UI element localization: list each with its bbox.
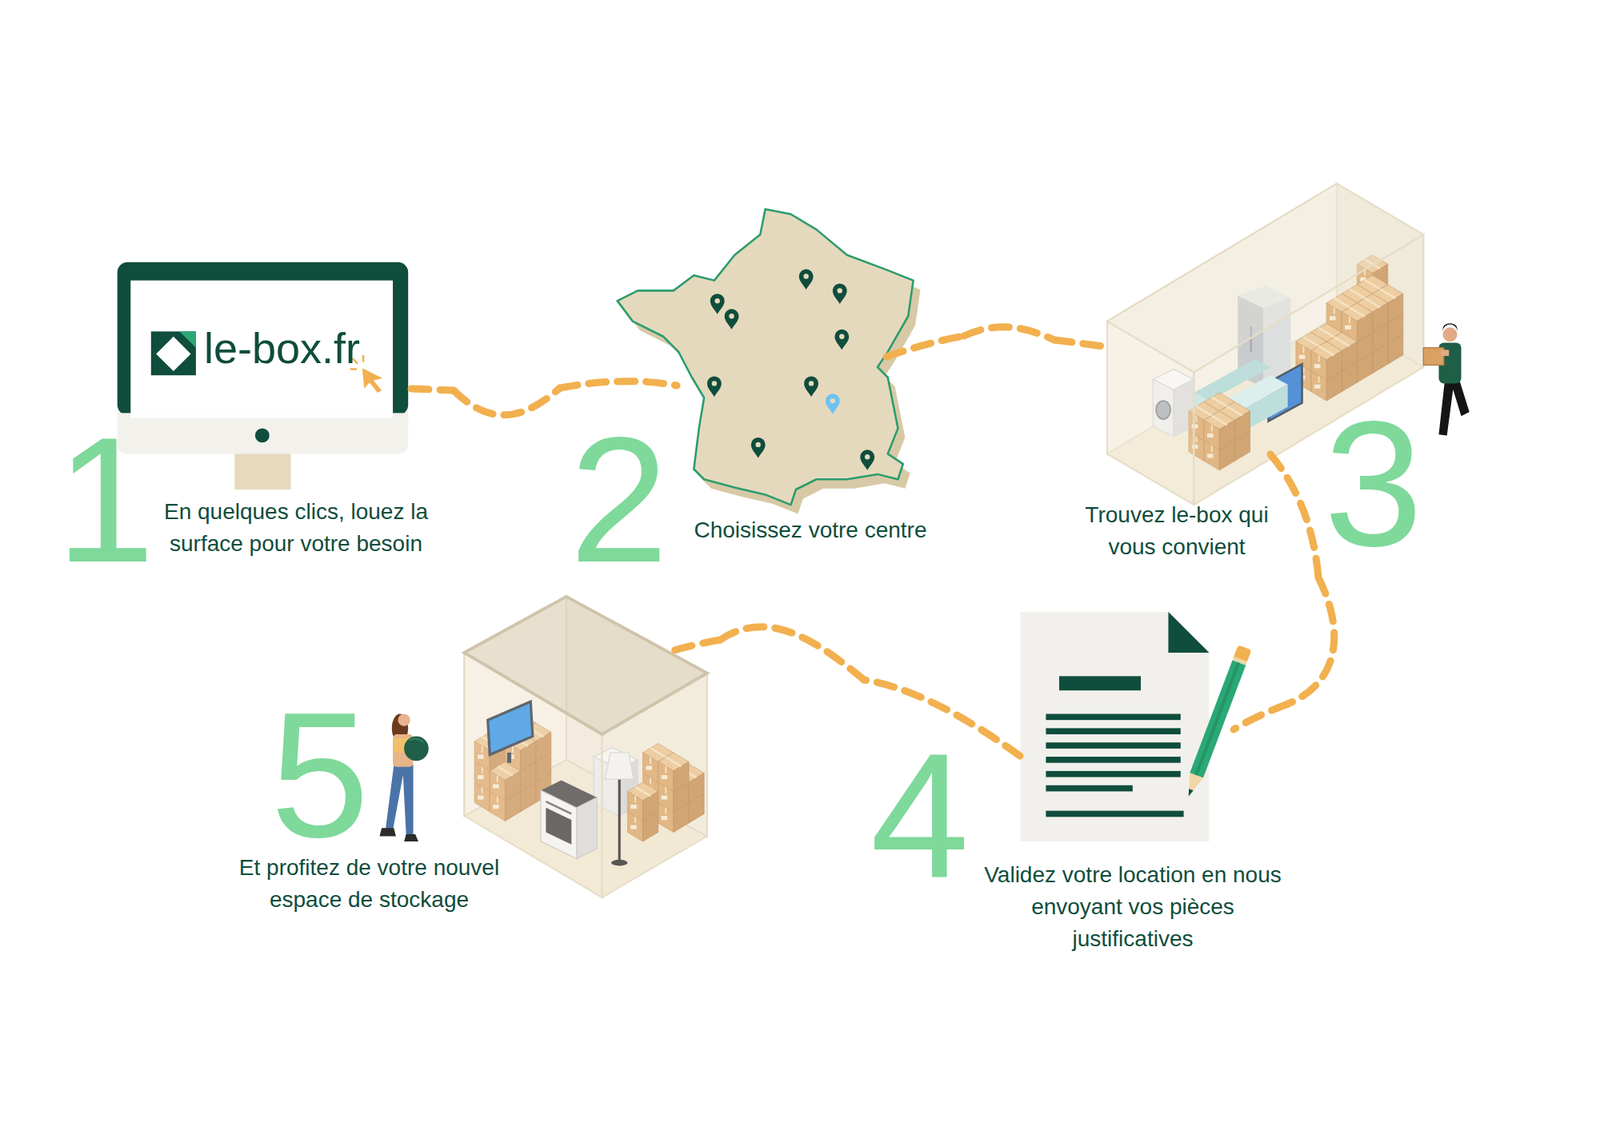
dashed-connector xyxy=(720,627,864,680)
map-pins xyxy=(707,269,875,471)
logo-text: le-box.fr xyxy=(204,326,360,370)
dashed-extension xyxy=(411,336,1319,756)
storage-box-illustration xyxy=(464,596,708,898)
monitor-illustration xyxy=(117,262,409,490)
step-caption: Et profitez de votre nouvel espace de st… xyxy=(211,852,528,916)
dashed-connector xyxy=(1288,577,1335,704)
step-caption: Trouvez le-box qui vous convient xyxy=(1060,499,1293,564)
step-caption: Validez votre location en nous envoyant … xyxy=(980,859,1285,956)
step-caption: Choisissez votre centre xyxy=(658,514,963,547)
step-number: 2 xyxy=(569,411,668,589)
step-number: 5 xyxy=(270,686,369,864)
step-group: 2Choisissez votre centre xyxy=(560,198,964,591)
step-caption: En quelques clics, louez la surface pour… xyxy=(140,496,452,560)
step-number: 4 xyxy=(870,727,969,905)
pencil-icon xyxy=(1181,644,1252,799)
woman-figure xyxy=(379,714,428,842)
step-group: 3Trouvez le-box qui vous convient xyxy=(1054,177,1479,578)
selected-pin xyxy=(825,393,840,415)
step-group: 4Validez votre location en nous envoyant… xyxy=(864,608,1288,968)
document-illustration xyxy=(1020,612,1252,842)
step-group: 5Et profitez de votre nouvel espace de s… xyxy=(208,593,720,924)
dashed-connector xyxy=(453,388,560,416)
step-number: 1 xyxy=(56,411,155,589)
step-number: 3 xyxy=(1324,395,1423,573)
person-figure xyxy=(1423,323,1469,436)
step-group: 1En quelques clics, louez la surface pou… xyxy=(48,254,454,591)
dashed-connector xyxy=(964,327,1055,340)
